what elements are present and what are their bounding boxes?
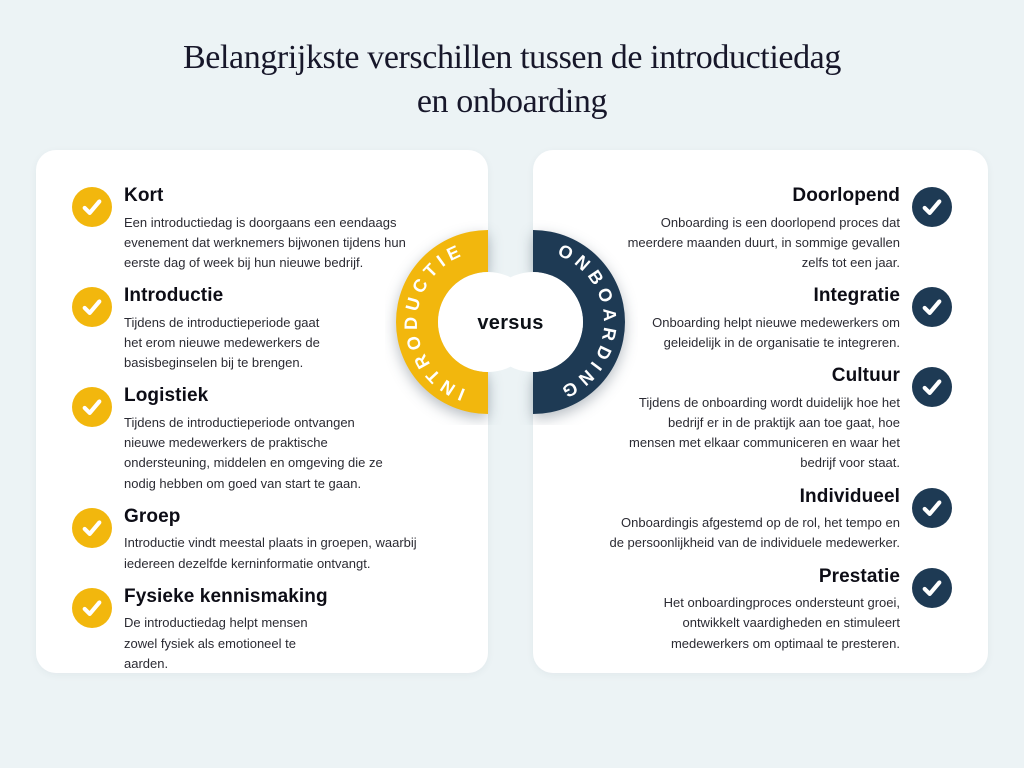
item-description: Tijdens de introductieperiode ontvangen …: [124, 415, 383, 491]
item-title: Prestatie: [818, 565, 900, 587]
list-item: Introductie Tijdens de introductieperiod…: [72, 284, 462, 373]
check-icon: [922, 299, 942, 316]
list-item: Individueel Onboardingis afgestemd op de…: [559, 485, 952, 554]
item-description: Tijdens de introductieperiode gaat het e…: [124, 314, 320, 371]
item-title: Integratie: [813, 285, 900, 307]
check-circle: [72, 507, 112, 548]
check-circle: [72, 387, 112, 428]
check-icon: [82, 299, 102, 316]
item-title: Individueel: [799, 485, 900, 507]
check-icon: [922, 199, 942, 216]
versus-donut-graphic: INTRODUCTIE ONBOARDING versus: [396, 230, 625, 414]
item-title: Fysieke kennismaking: [124, 585, 328, 607]
check-icon: [82, 600, 102, 616]
list-item: Groep Introductie vindt meestal plaats i…: [72, 505, 462, 574]
check-circle: [912, 487, 952, 528]
check-circle: [72, 587, 112, 628]
check-circle: [72, 287, 112, 328]
item-description: Onboardingis afgestemd op de rol, het te…: [609, 515, 900, 551]
item-title: Groep: [124, 505, 181, 527]
item-title: Kort: [124, 185, 164, 206]
item-description: Onboarding helpt nieuwe medewerkers om g…: [652, 314, 900, 351]
list-item: Kort Een introductiedag is doorgaans een…: [72, 184, 462, 273]
item-title: Introductie: [124, 285, 224, 307]
list-item: Logistiek Tijdens de introductieperiode …: [72, 384, 462, 493]
introduction-half-ring: [396, 230, 488, 414]
check-circle: [912, 567, 952, 608]
item-description: De introductiedag helpt mensen zowel fys…: [124, 615, 308, 671]
item-title: Cultuur: [831, 365, 900, 387]
center-hole-right: [483, 272, 583, 372]
item-description: Een introductiedag is doorgaans een eend…: [124, 214, 406, 271]
list-item: Prestatie Het onboardingproces ondersteu…: [559, 565, 952, 654]
list-item: Cultuur Tijdens de onboarding wordt duid…: [559, 364, 952, 473]
item-description: Onboarding is een doorlopend proces dat …: [627, 214, 900, 271]
check-icon: [922, 379, 942, 396]
item-description: Het onboardingproces ondersteunt groei, …: [663, 595, 900, 651]
check-icon: [922, 579, 942, 596]
item-description: Tijdens de onboarding wordt duidelijk ho…: [629, 394, 900, 471]
item-title: Logistiek: [124, 385, 209, 407]
page-title: Belangrijkste verschillen tussen de intr…: [183, 39, 841, 121]
list-item: Integratie Onboarding helpt nieuwe medew…: [559, 284, 952, 353]
list-item: Doorlopend Onboarding is een doorlopend …: [559, 184, 952, 273]
item-title: Doorlopend: [792, 185, 900, 206]
check-circle: [912, 367, 952, 408]
check-circle: [72, 187, 112, 227]
versus-label: versus: [477, 312, 543, 334]
check-icon: [82, 399, 102, 416]
check-circle: [912, 287, 952, 328]
check-circle: [912, 187, 952, 227]
check-icon: [82, 199, 102, 216]
onboarding-half-ring: [533, 230, 625, 414]
check-icon: [922, 499, 942, 516]
list-item: Fysieke kennismaking De introductiedag h…: [72, 585, 462, 674]
check-icon: [82, 520, 102, 536]
onboarding-card: Doorlopend Onboarding is een doorlopend …: [533, 150, 988, 673]
item-description: Introductie vindt meestal plaats in groe…: [124, 535, 417, 571]
introduction-card: Kort Een introductiedag is doorgaans een…: [36, 150, 488, 673]
